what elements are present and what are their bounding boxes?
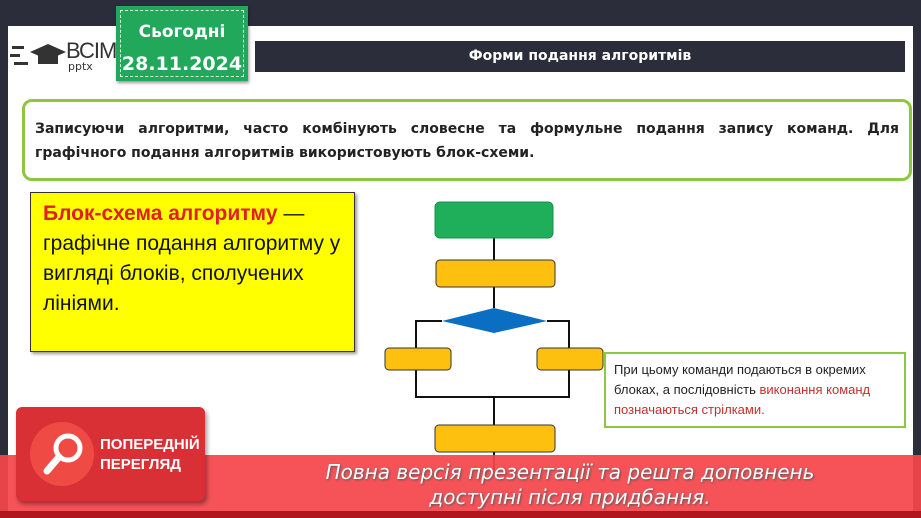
process-block <box>435 259 556 288</box>
date-value: 28.11.2024 <box>121 53 243 75</box>
start-block <box>434 201 554 239</box>
banner-line-2: доступні після придбання. <box>429 485 711 509</box>
bottom-bar <box>0 511 921 518</box>
banner-line-1: Повна версія презентації та решта доповн… <box>325 460 815 484</box>
process-block-left <box>384 347 452 371</box>
process-block-right <box>536 347 604 371</box>
logo-subtext: pptx <box>68 60 93 73</box>
date-badge: Сьогодні 28.11.2024 <box>116 6 248 81</box>
intro-text: Записуючи алгоритми, часто комбінують сл… <box>22 99 912 181</box>
magnifier-icon <box>30 422 94 486</box>
logo-text: ВСІМ <box>66 38 117 63</box>
preview-line-2: ПЕРЕГЛЯД <box>100 456 181 473</box>
date-label: Сьогодні <box>138 22 226 42</box>
decision-block <box>442 308 547 333</box>
preview-line-1: ПОПЕРЕДНІЙ <box>100 436 200 453</box>
definition-text: — графічне подання алгоритму у вигляді б… <box>43 202 341 315</box>
page-title: Форми подання алгоритмів <box>255 41 905 72</box>
preview-button[interactable]: ПОПЕРЕДНІЙ ПЕРЕГЛЯД <box>16 407 205 501</box>
banner-text: Повна версія презентації та решта доповн… <box>290 460 850 510</box>
note-text: При цьому команди подаються в окремих бл… <box>614 362 866 397</box>
note-box: При цьому команди подаються в окремих бл… <box>604 352 906 428</box>
definition-term: Блок-схема алгоритму <box>43 202 278 225</box>
definition-box: Блок-схема алгоритму — графічне подання … <box>30 192 355 352</box>
logo-icon <box>10 44 66 65</box>
note-hidden-text: виконання команд позначаються стрілками. <box>614 382 871 417</box>
process-block-bottom <box>434 424 556 453</box>
